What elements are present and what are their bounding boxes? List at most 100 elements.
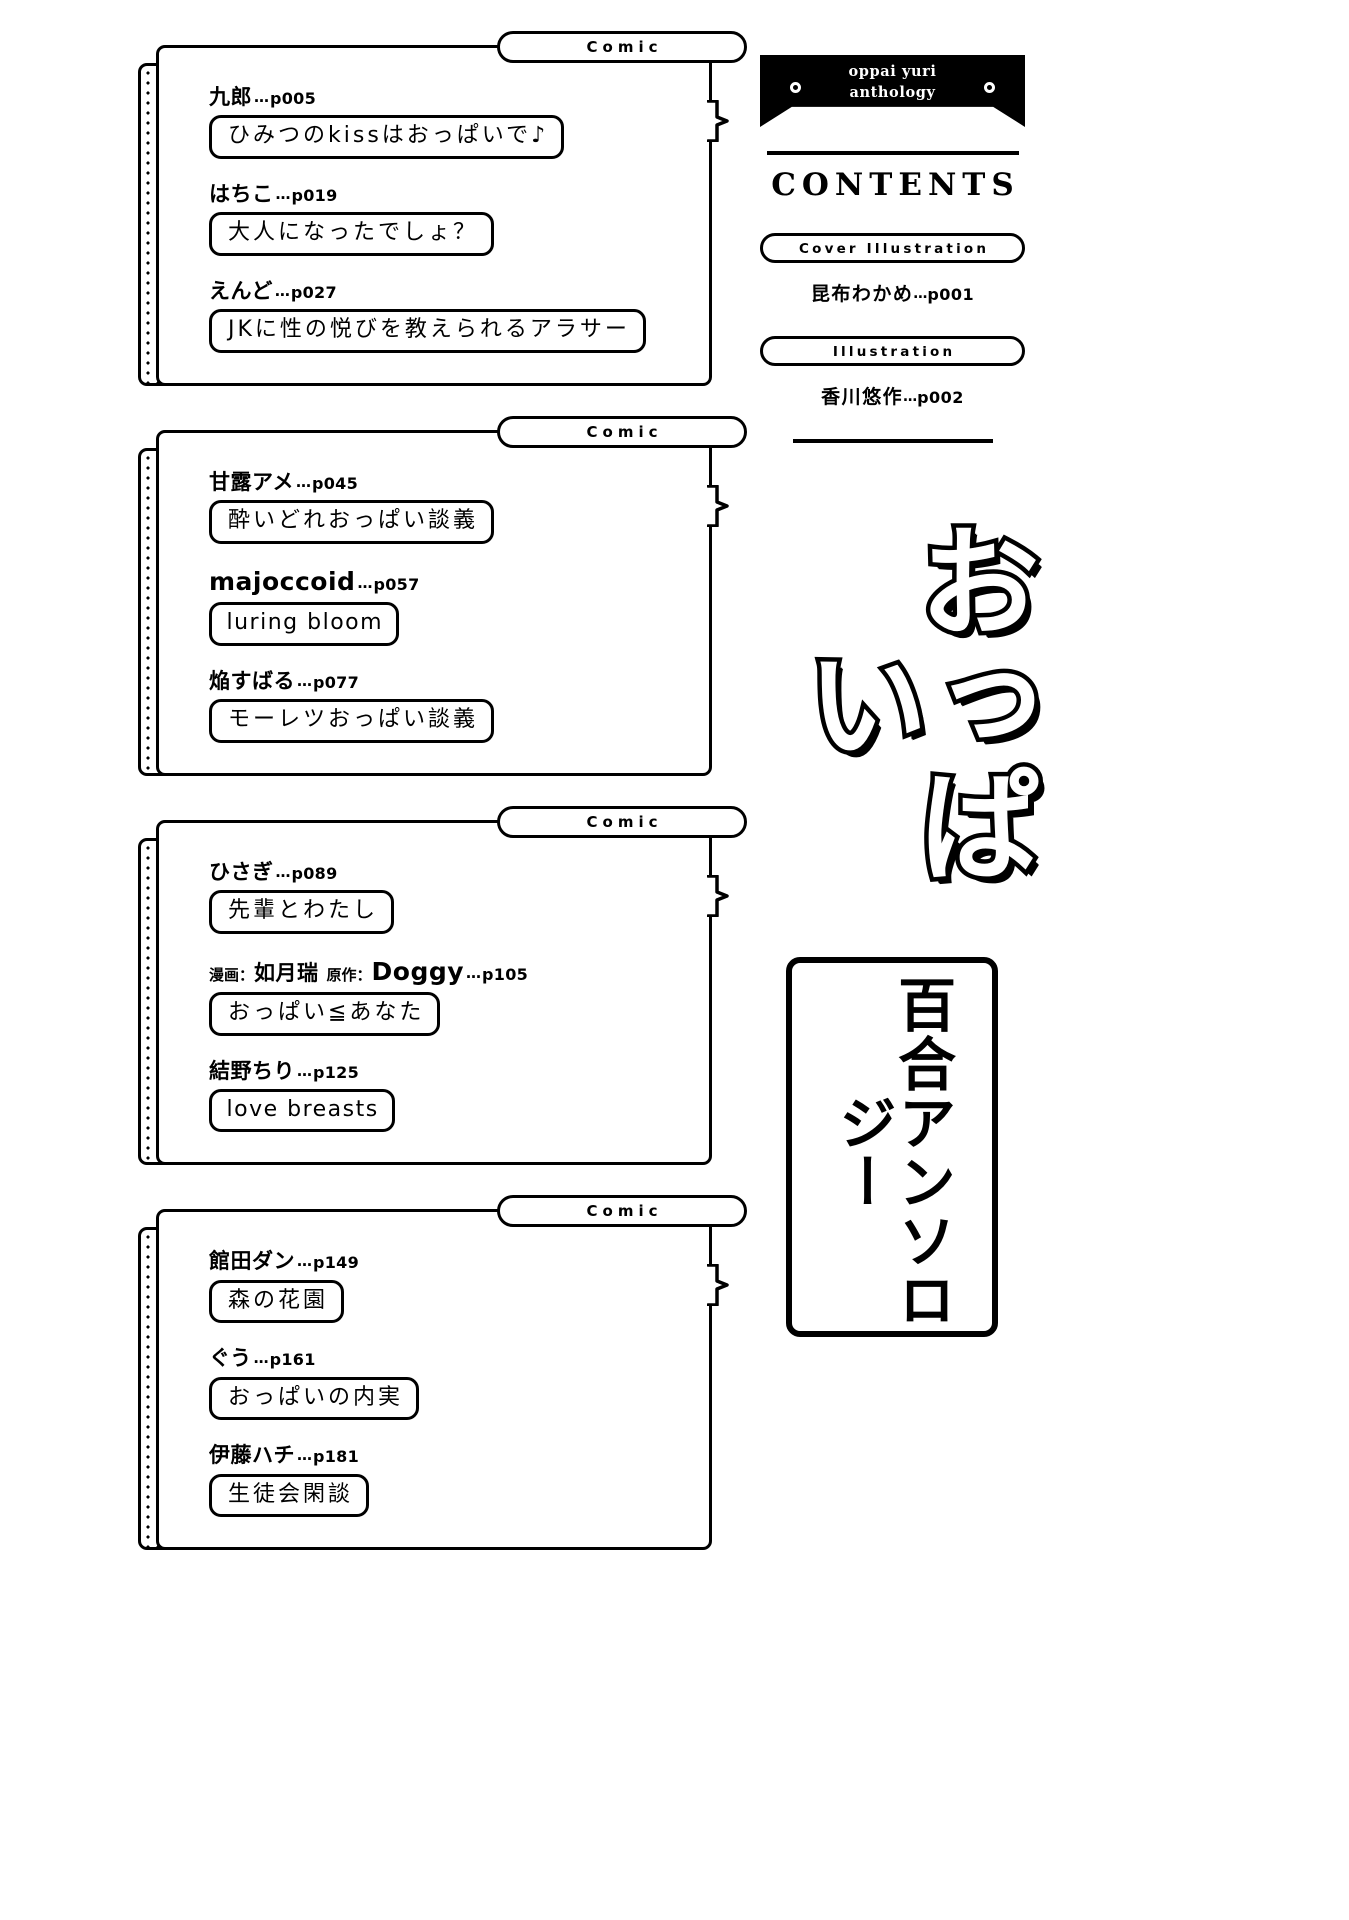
entry-dots: … [275, 862, 291, 881]
entry-title-box: おっぱい≦あなた [209, 991, 441, 1036]
entry-title-box: 大人になったでしょ？ [209, 212, 495, 256]
banner-line-2: anthology [849, 84, 936, 101]
entry-author-name: majoccoid [209, 566, 356, 596]
entry-dots: … [295, 472, 311, 491]
entry-dots: … [297, 1061, 312, 1080]
entry-dots: … [297, 1252, 312, 1271]
entry-title-box: ひみつのkissはおっぱいで♪ [209, 115, 565, 159]
entry-page-number: p181 [313, 1447, 360, 1467]
pill-cover-illustration: Cover Illustration [760, 233, 1025, 263]
toc-entry: 九郎…p005 ひみつのkissはおっぱいで♪ [159, 84, 709, 159]
entry-author-name: 結野ちり [209, 1058, 295, 1083]
entry-title-box: 森の花園 [209, 1279, 345, 1324]
entry-author-line: 館田ダン…p149 [209, 1248, 709, 1274]
comic-section: Comic ひさぎ…p089 先輩とわたし漫画：如月瑞原作：Doggy…p105 おっ… [138, 805, 747, 1166]
entry-author-name: 伊藤ハチ [209, 1443, 295, 1468]
entry-author-line: 九郎…p005 [209, 84, 709, 110]
comic-panel: Comic ひさぎ…p089 先輩とわたし漫画：如月瑞原作：Doggy…p105 おっ… [156, 805, 747, 1166]
entry-title-box: 先輩とわたし [209, 889, 395, 934]
logo-subtitle-box: 百合アンソロジー [786, 956, 998, 1337]
entry-author-name: えんど [209, 278, 273, 303]
toc-entry: 甘露アメ…p045 酔いどれおっぱい談義 [159, 469, 709, 544]
entry-author-line: ぐう…p161 [209, 1345, 709, 1371]
entry-dots: … [254, 88, 269, 106]
toc-entry: 館田ダン…p149 森の花園 [159, 1248, 709, 1324]
entry-author-name: 如月瑞 [254, 960, 319, 985]
entry-dots: … [466, 963, 482, 982]
comic-tab: Comic [497, 1195, 747, 1228]
entry-title-box: モーレツおっぱい談義 [209, 698, 495, 743]
title-logo: おっぱい 百合アンソロジー [760, 467, 1045, 1347]
entry-page-number: p149 [313, 1253, 360, 1273]
entry-author-name: 甘露アメ [209, 469, 294, 494]
circle-dot-icon-left [790, 82, 801, 93]
entry-author-line: 結野ちり…p125 [209, 1058, 709, 1084]
logo-subtitle-text: 百合アンソロジー [829, 974, 957, 1329]
entry-author-line: ひさぎ…p089 [209, 859, 709, 885]
entry-dots: … [253, 1349, 269, 1368]
entry-page-number: p077 [313, 672, 360, 692]
entry-author-line: 甘露アメ…p045 [209, 469, 709, 495]
entry-author-name: 焔すばる [209, 668, 295, 693]
entry-page-number: p161 [269, 1350, 316, 1370]
credit-name: 香川悠作 [821, 386, 904, 408]
entry-title-box: 酔いどれおっぱい談義 [209, 500, 495, 544]
entry-author-line: 焔すばる…p077 [209, 668, 709, 694]
credit-page: p002 [917, 388, 964, 407]
entry-author-name-2: Doggy [371, 956, 465, 986]
entry-author-name: 館田ダン [209, 1249, 295, 1274]
credit-dots: … [903, 389, 918, 405]
entry-page-number: p089 [291, 863, 338, 883]
circle-dot-icon-right [984, 82, 995, 93]
contents-rule [766, 151, 1019, 155]
entry-author-name: はちこ [209, 181, 274, 206]
toc-entry: はちこ…p019 大人になったでしょ？ [159, 181, 709, 256]
banner-text: oppai yuri anthology [848, 61, 936, 103]
entry-page-number: p019 [291, 185, 338, 205]
entry-title-box: love breasts [209, 1088, 395, 1133]
entry-author-name: ぐう [209, 1346, 252, 1371]
entry-author-name: 九郎 [209, 85, 252, 109]
entry-title-box: おっぱいの内実 [209, 1376, 420, 1421]
credit-cover-illustration: 昆布わかめ…p001 [760, 279, 1025, 306]
entry-dots: … [297, 671, 312, 690]
contents-column: oppai yuri anthology CONTENTS Cover Illu… [760, 55, 1045, 1347]
entry-author-line: majoccoid…p057 [209, 566, 709, 597]
toc-entry: 結野ちり…p125 love breasts [159, 1058, 709, 1133]
panel-notch-bracket [707, 484, 729, 527]
toc-entry: 漫画：如月瑞原作：Doggy…p105 おっぱい≦あなた [159, 956, 709, 1036]
banner-line-1: oppai yuri [848, 62, 937, 80]
comic-tab: Comic [497, 415, 747, 448]
entry-dots: … [274, 281, 290, 300]
credit-dots: … [913, 286, 928, 302]
entry-page-number: p125 [313, 1062, 360, 1082]
entry-author-line: えんど…p027 [209, 278, 709, 304]
section-divider [792, 439, 993, 443]
contents-heading: CONTENTS [771, 167, 1020, 203]
entry-page-number: p027 [290, 282, 337, 302]
credit-illustration: 香川悠作…p002 [760, 382, 1025, 409]
toc-entry: ぐう…p161 おっぱいの内実 [159, 1345, 709, 1421]
entry-page-number: p005 [270, 89, 317, 108]
credit-page: p001 [927, 285, 975, 304]
entry-author-line: はちこ…p019 [209, 181, 709, 207]
entry-title-box: 生徒会閑談 [209, 1473, 370, 1518]
anthology-banner: oppai yuri anthology [760, 55, 1025, 127]
entry-author-line: 漫画：如月瑞原作：Doggy…p105 [209, 956, 709, 987]
entry-role-prefix-2: 原作： [326, 965, 372, 984]
comic-tab: Comic [497, 805, 747, 838]
entry-title-box: JKに性の悦びを教えられるアラサー [209, 309, 646, 353]
panel-notch-bracket [707, 1264, 729, 1307]
entry-role-prefix: 漫画： [209, 965, 255, 984]
entry-dots: … [357, 573, 373, 592]
toc-entry: 焔すばる…p077 モーレツおっぱい談義 [159, 668, 709, 743]
